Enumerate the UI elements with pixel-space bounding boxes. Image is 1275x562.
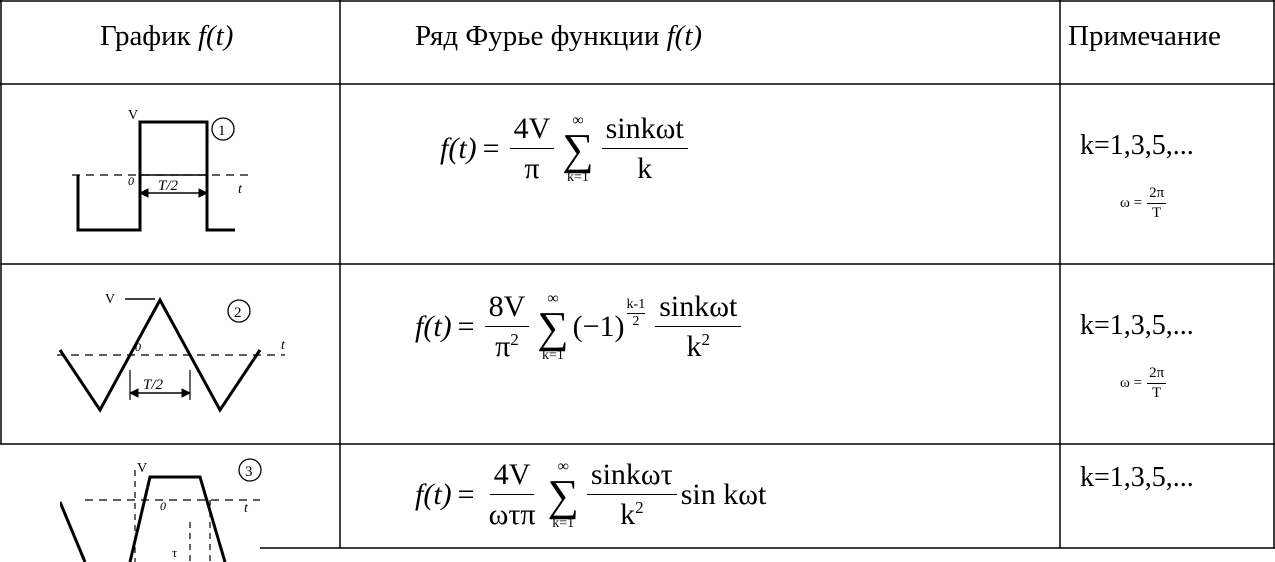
header-note: Примечание xyxy=(1068,20,1221,52)
note-k-row1: k=1,3,5,... xyxy=(1080,130,1194,161)
graph3-number: 3 xyxy=(245,464,253,480)
graph3-v-label: V xyxy=(137,461,147,476)
graph1-t-label: t xyxy=(238,182,243,197)
graph2-half-period-label: T/2 xyxy=(143,377,164,393)
triangle-wave-graph: V 0 T/2 t 2 xyxy=(57,292,286,413)
graph1-zero-label: 0 xyxy=(128,174,134,188)
note-k-row2: k=1,3,5,... xyxy=(1080,310,1194,341)
graph1-half-period-label: T/2 xyxy=(158,178,179,194)
graph2-t-label: t xyxy=(281,338,286,353)
graph2-zero-label: 0 xyxy=(135,340,141,354)
graph2-v-label: V xyxy=(105,292,115,307)
note-k-row3: k=1,3,5,... xyxy=(1080,462,1194,493)
header-fourier-series: Ряд Фурье функции f(t) xyxy=(415,20,703,52)
graph3-zero-label: 0 xyxy=(160,499,166,513)
graph1-number: 1 xyxy=(218,123,226,139)
square-wave-graph: V 0 T/2 t 1 xyxy=(72,108,248,232)
graph2-number: 2 xyxy=(234,305,242,321)
graph3-tau-label: τ xyxy=(172,545,177,560)
graph3-t-label: t xyxy=(244,501,249,516)
trapezoid-wave-graph: V 0 τ t 3 xyxy=(60,458,262,562)
header-graph: График f(t) xyxy=(100,20,234,52)
graph1-v-label: V xyxy=(128,108,138,123)
